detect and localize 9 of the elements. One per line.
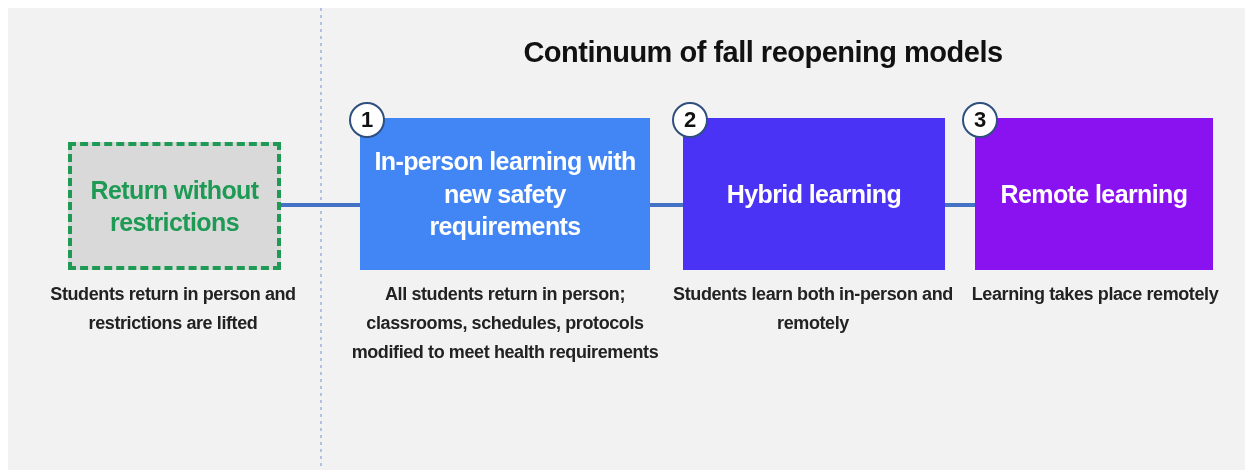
description-text: All students return in person; classrooms, schedules, protocols modified to meet health requirements	[350, 283, 660, 364]
dashed-box: Return without restrictions	[68, 142, 281, 270]
connector-line	[650, 203, 683, 207]
description-text: Learning takes place remotely	[970, 283, 1220, 306]
connector-line	[281, 203, 360, 207]
connector-line	[945, 203, 975, 207]
title: Continuum of fall reopening models	[522, 36, 1004, 69]
description-text: Students return in person and restrictions are lifted	[49, 283, 297, 335]
description-text: Students learn both in-person and remotely	[672, 283, 954, 335]
